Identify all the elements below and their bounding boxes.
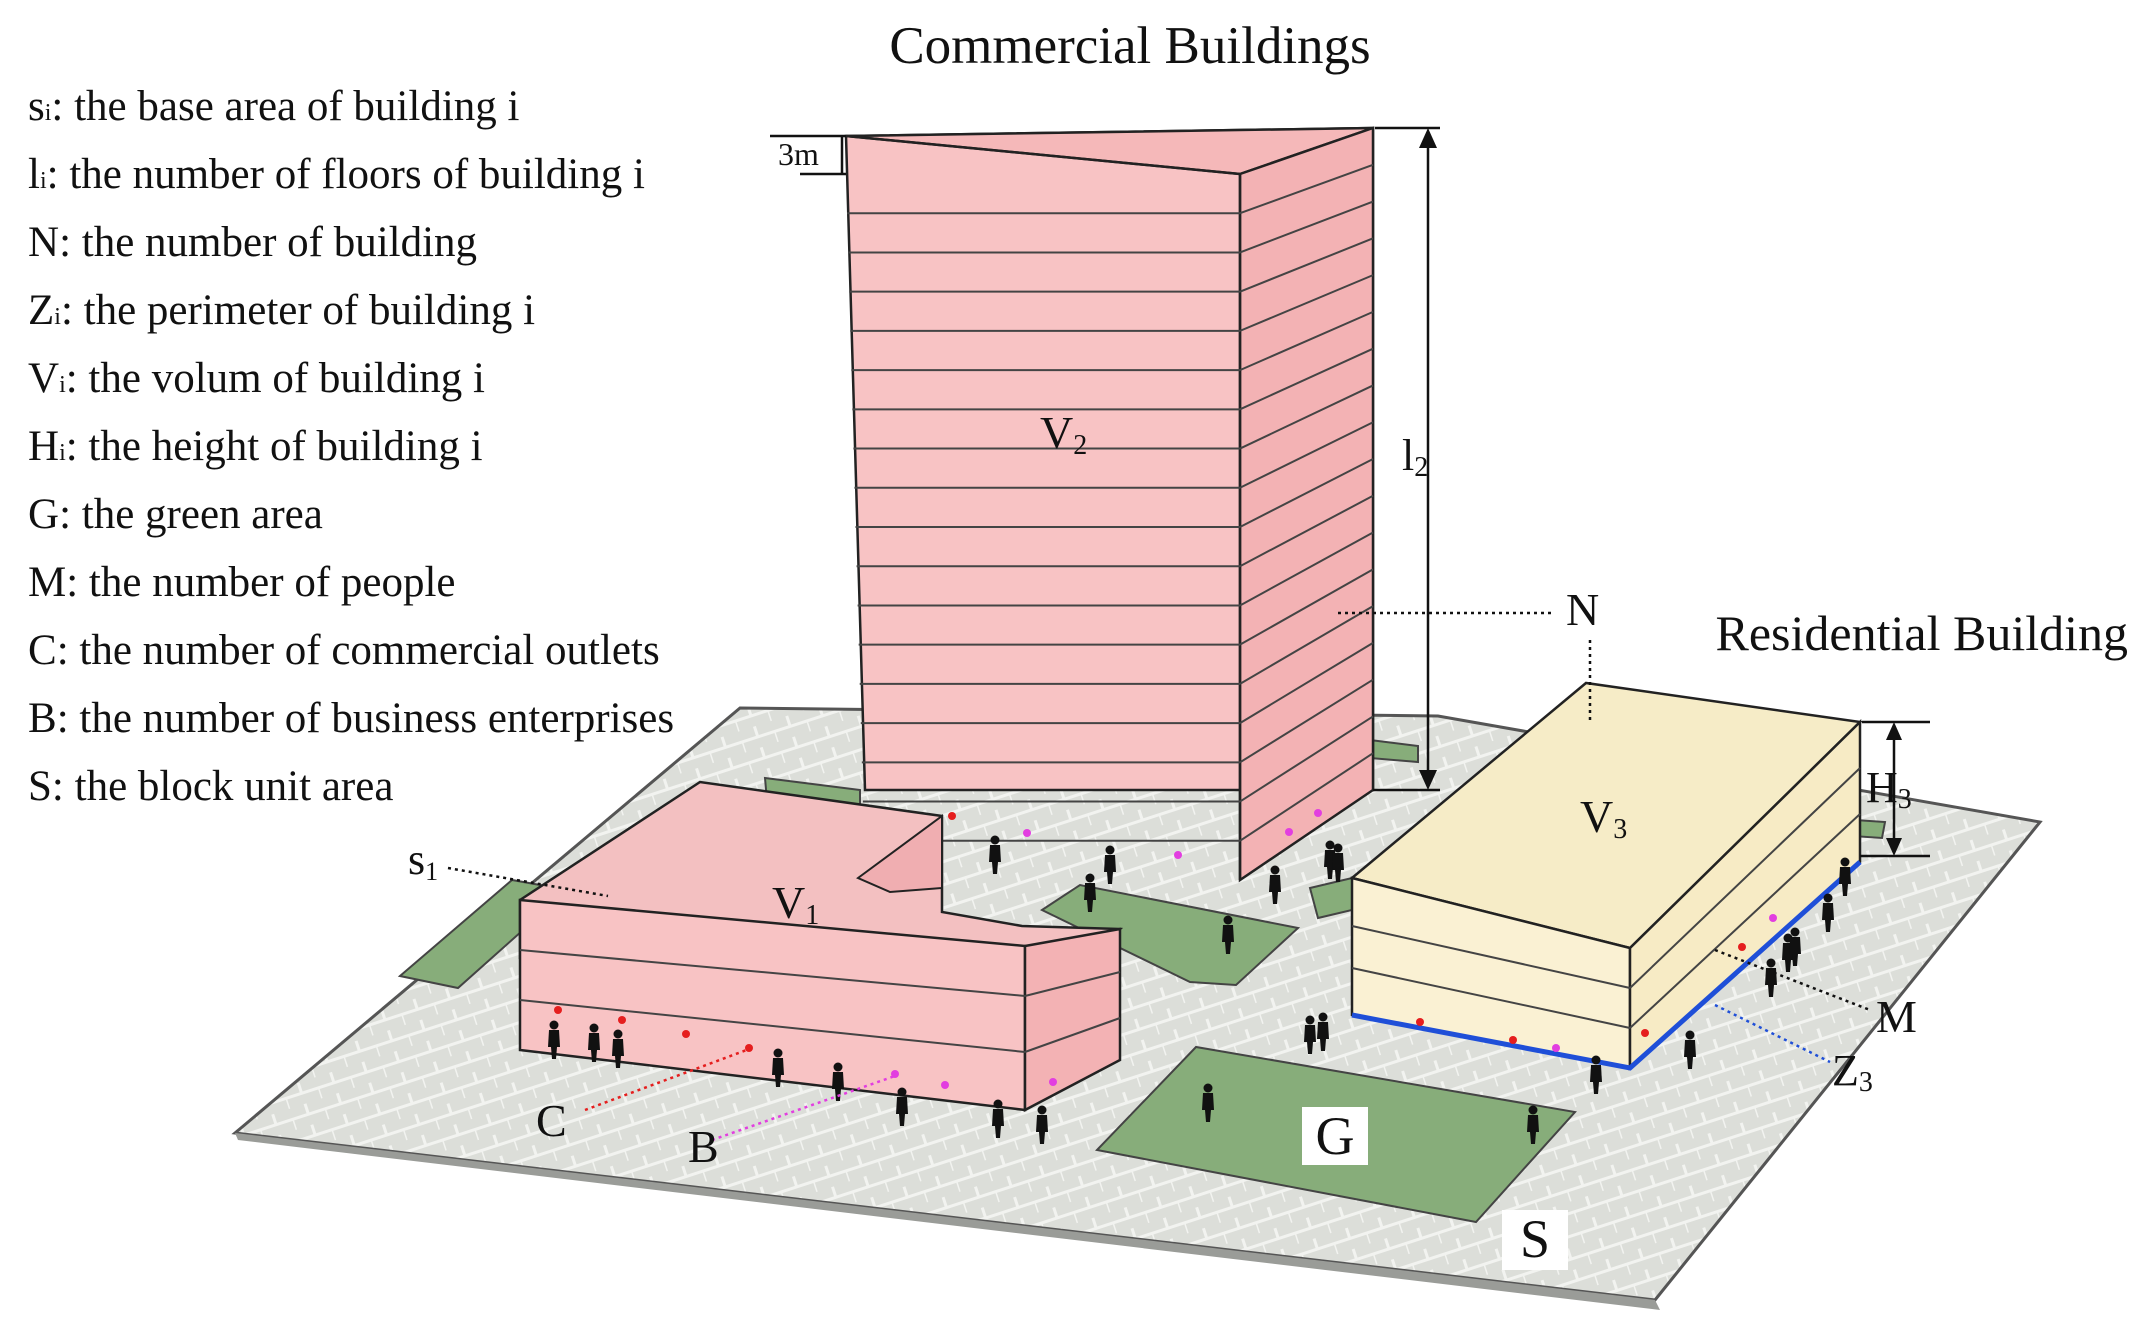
commercial-title: Commercial Buildings <box>889 17 1370 75</box>
legend-description: : the number of building <box>59 219 477 266</box>
commercial-tower <box>844 126 1375 883</box>
legend-description: : the number of floors of building i <box>47 151 645 198</box>
label-floor-height: 3m <box>778 136 819 172</box>
legend-description: : the number of commercial outlets <box>57 627 660 674</box>
legend-subscript: i <box>40 168 47 194</box>
legend-symbol: N <box>28 219 59 266</box>
legend-subscript: i <box>45 100 52 126</box>
label-l2: l2 <box>1402 431 1428 483</box>
tower-floor-line <box>1239 568 1374 646</box>
legend-description: : the number of people <box>66 559 455 606</box>
legend-symbol: C <box>28 627 57 674</box>
tower-floor-line <box>1239 163 1374 215</box>
tower-floor-line <box>1239 347 1374 411</box>
label-s-box <box>1502 1210 1568 1270</box>
legend-item: G: the green area <box>28 491 323 538</box>
tower-floor-line <box>1239 715 1374 803</box>
legend-description: : the green area <box>59 491 323 538</box>
tower-floor-line <box>1239 752 1374 842</box>
tower-floor-line <box>1239 421 1374 489</box>
label-h3: H3 <box>1866 763 1912 815</box>
legend-subscript: i <box>54 304 61 330</box>
legend-item: C: the number of commercial outlets <box>28 627 660 674</box>
legend-item: si: the base area of building i <box>28 83 520 130</box>
tower-floor-line <box>1239 310 1374 372</box>
tower-floor-line <box>1239 642 1374 724</box>
legend-item: Hi: the height of building i <box>28 423 483 470</box>
legend: si: the base area of building ili: the n… <box>28 83 674 810</box>
label-v3: V3 <box>1580 791 1627 845</box>
residential-title: Residential Building <box>1716 605 2128 661</box>
dimension-lines <box>770 126 1930 858</box>
tower-floor-line <box>1239 494 1374 568</box>
legend-symbol: l <box>28 151 40 198</box>
label-g-box <box>1302 1107 1368 1165</box>
tower-floor-line <box>1239 605 1374 685</box>
legend-item: B: the number of business enterprises <box>28 695 674 742</box>
perimeter-z3-line <box>1351 860 1862 1071</box>
legend-subscript: i <box>59 372 66 398</box>
legend-description: : the block unit area <box>52 763 393 810</box>
label-v1: V1 <box>772 877 819 931</box>
tower-floor-line <box>1239 274 1374 332</box>
label-b: B <box>688 1121 719 1172</box>
legend-symbol: Z <box>28 287 54 334</box>
label-v2: V2 <box>1040 407 1087 461</box>
label-s1: s1 <box>408 835 438 886</box>
legend-description: : the perimeter of building i <box>61 287 535 334</box>
label-n: N <box>1566 584 1599 635</box>
label-m: M <box>1876 991 1917 1042</box>
legend-subscript: i <box>59 440 66 466</box>
tower-floor-line <box>1239 384 1374 450</box>
legend-symbol: H <box>28 423 59 470</box>
legend-symbol: M <box>28 559 66 606</box>
legend-symbol: V <box>28 355 59 402</box>
legend-symbol: B <box>28 695 57 742</box>
legend-description: : the base area of building i <box>51 83 519 130</box>
tower-floor-line <box>1239 200 1374 254</box>
leader-lines <box>447 611 1871 1142</box>
legend-item: N: the number of building <box>28 219 477 266</box>
legend-description: : the volum of building i <box>66 355 485 402</box>
legend-description: : the height of building i <box>66 423 483 470</box>
legend-symbol: G <box>28 491 59 538</box>
legend-symbol: s <box>28 83 45 130</box>
legend-item: M: the number of people <box>28 559 456 606</box>
legend-description: : the number of business enterprises <box>57 695 674 742</box>
label-c: C <box>536 1095 567 1146</box>
tower-floor-line <box>1239 458 1374 528</box>
legend-item: Zi: the perimeter of building i <box>28 287 535 334</box>
label-g: G <box>1316 1106 1355 1166</box>
legend-item: li: the number of floors of building i <box>28 151 645 198</box>
label-z3: Z3 <box>1832 1046 1873 1098</box>
label-s: S <box>1520 1209 1550 1269</box>
tower-floor-line <box>1239 531 1374 607</box>
tower-floor-line <box>1239 237 1374 293</box>
legend-symbol: S <box>28 763 52 810</box>
legend-item: S: the block unit area <box>28 763 393 810</box>
commercial-l-building <box>518 780 1124 1113</box>
legend-item: Vi: the volum of building i <box>28 355 485 402</box>
tower-floor-line <box>1239 678 1374 764</box>
